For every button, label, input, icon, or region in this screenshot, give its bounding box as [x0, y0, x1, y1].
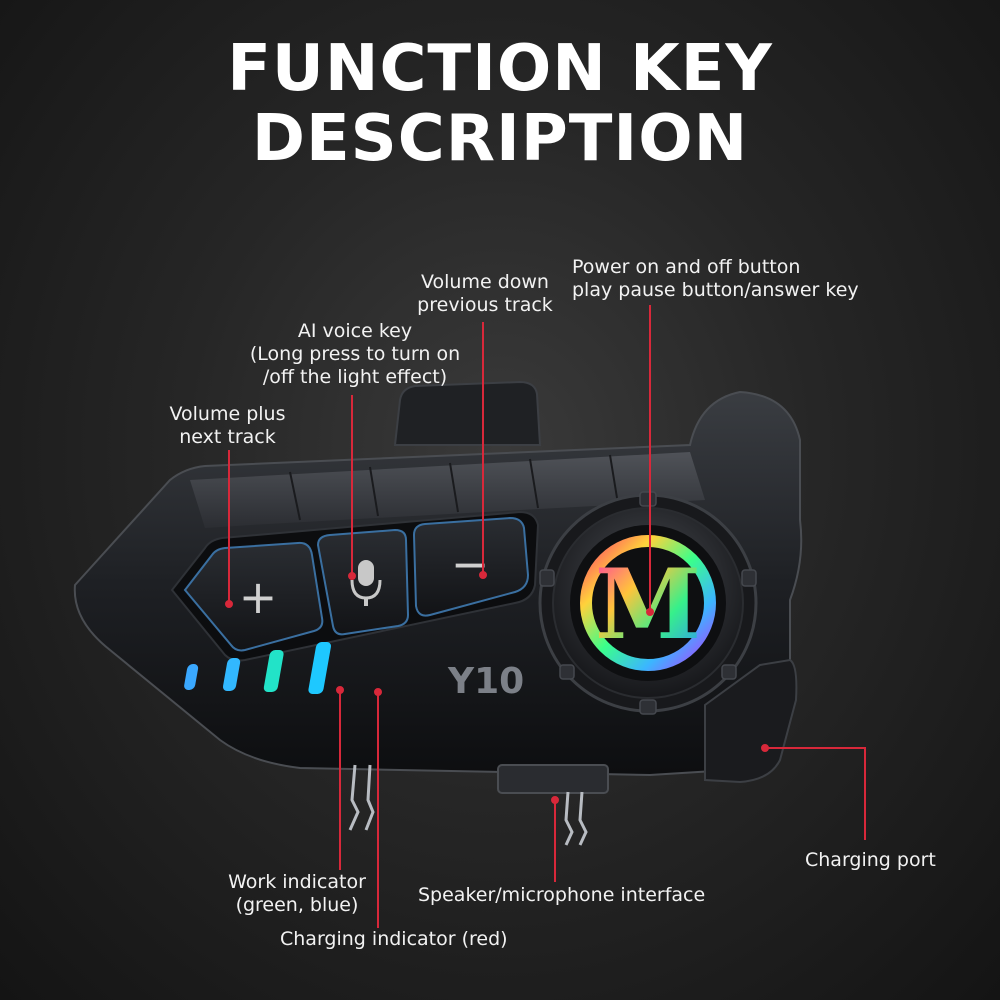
led-indicators	[184, 642, 331, 694]
title-line-1: FUNCTION KEY	[227, 32, 773, 106]
plus-icon: +	[239, 570, 278, 624]
m-logo-icon: M	[595, 548, 701, 661]
callout-lines	[225, 305, 866, 928]
right-side-clip	[704, 658, 798, 784]
label-speaker-interface: Speaker/microphone interface	[418, 884, 706, 906]
label-volume-down: Volume down previous track	[417, 271, 553, 316]
callout-charging-port	[765, 747, 866, 840]
bottom-connector	[497, 764, 609, 794]
ridge-dividers	[289, 454, 619, 521]
label-charging-port: Charging port	[805, 849, 936, 871]
led-1	[184, 664, 199, 690]
volume-plus-button[interactable]	[183, 541, 324, 652]
led-2	[222, 658, 241, 691]
label-power: Power on and off button play pause butto…	[572, 256, 859, 301]
label-work-indicator: Work indicator (green, blue)	[228, 871, 366, 916]
title-line-2: DESCRIPTION	[251, 102, 749, 176]
model-label: Y10	[447, 661, 524, 702]
label-volume-plus: Volume plus next track	[169, 403, 286, 448]
label-charging-indicator: Charging indicator (red)	[280, 928, 508, 950]
top-ridge	[190, 452, 705, 528]
mount-pins	[348, 764, 588, 846]
label-ai-voice: AI voice key (Long press to turn on /off…	[249, 320, 461, 388]
led-3	[263, 650, 284, 692]
top-clip	[393, 380, 542, 446]
rgb-light-ring	[580, 535, 716, 671]
led-4	[308, 642, 331, 694]
volume-down-button[interactable]	[412, 516, 530, 617]
microphone-icon	[350, 560, 382, 606]
power-knob[interactable]: M	[538, 491, 758, 715]
